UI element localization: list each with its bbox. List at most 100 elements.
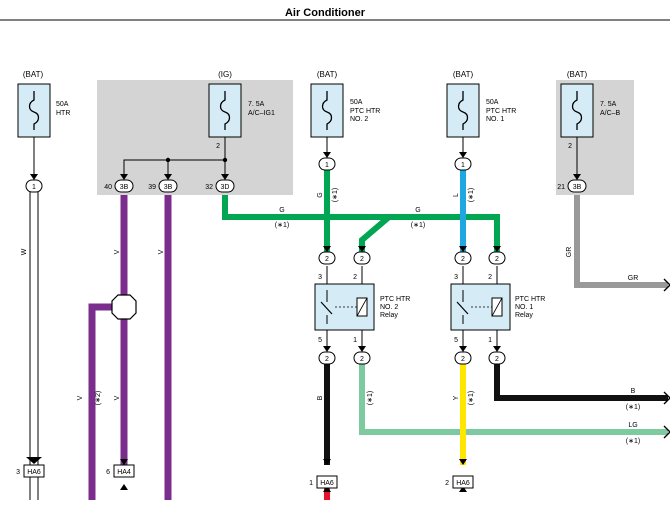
fuse-source-label: (BAT) bbox=[567, 70, 588, 79]
svg-text:HA6: HA6 bbox=[456, 480, 470, 487]
svg-text:2: 2 bbox=[360, 256, 364, 263]
fuse-name: A/C–B bbox=[600, 110, 621, 117]
wire-label-v: V bbox=[158, 249, 165, 254]
relay-name: PTC HTR NO. 1 Relay bbox=[515, 296, 547, 319]
terminal-3b-21: 3B 21 bbox=[557, 179, 587, 193]
svg-text:1: 1 bbox=[32, 184, 36, 191]
terminal-ptc2-1: 1 bbox=[318, 157, 336, 171]
right-edge-arrows bbox=[663, 278, 670, 439]
arrow-markers bbox=[26, 152, 581, 492]
relay1-in-b: 2 bbox=[488, 251, 506, 265]
wire-label-v: V bbox=[114, 249, 121, 254]
svg-text:2: 2 bbox=[445, 480, 449, 487]
connector-ha4-6: HA4 6 bbox=[106, 464, 135, 478]
svg-text:1: 1 bbox=[461, 162, 465, 169]
wire-note: (∗1) bbox=[275, 222, 289, 229]
fuse-name: A/C–IG1 bbox=[248, 110, 275, 117]
relay2-out-b: 2 bbox=[353, 351, 371, 365]
fuse-icon bbox=[321, 91, 333, 130]
wire-note: (∗1) bbox=[626, 438, 640, 445]
wire-label-v: V bbox=[114, 395, 121, 400]
svg-text:3: 3 bbox=[16, 469, 20, 476]
svg-text:3B: 3B bbox=[573, 184, 582, 191]
relay-pin: 2 bbox=[488, 274, 492, 281]
wire-label-b: B bbox=[631, 388, 636, 395]
svg-text:2: 2 bbox=[461, 256, 465, 263]
svg-text:1: 1 bbox=[309, 480, 313, 487]
relay-pin: 3 bbox=[318, 274, 322, 281]
svg-text:2: 2 bbox=[495, 256, 499, 263]
fuse-icon bbox=[28, 91, 40, 130]
svg-text:2: 2 bbox=[325, 256, 329, 263]
relay-ptc-htr-no1: 3 2 5 1 PTC HTR NO. 1 Relay bbox=[450, 274, 547, 344]
wire-note: (∗1) bbox=[468, 391, 475, 405]
wire-black bbox=[324, 364, 668, 465]
relay-ptc-htr-no2: 3 2 5 1 PTC HTR NO. 2 Relay bbox=[314, 274, 412, 344]
wire-label-v: V bbox=[77, 395, 84, 400]
fuse-ac-b: (BAT) 7. 5A A/C–B 2 bbox=[560, 70, 621, 150]
wire-note: (∗1) bbox=[626, 404, 640, 411]
fuse-source-label: (BAT) bbox=[23, 70, 44, 79]
wire-note: (∗1) bbox=[411, 222, 425, 229]
relay2-out-a: 2 bbox=[318, 351, 336, 365]
svg-text:32: 32 bbox=[205, 184, 213, 191]
svg-text:6: 6 bbox=[106, 469, 110, 476]
fuse-name: PTC HTR NO. 2 bbox=[350, 108, 382, 123]
diagram-title: Air Conditioner bbox=[285, 7, 366, 19]
terminal-3b-39: 3B 39 bbox=[148, 179, 178, 193]
wire-label-gr: GR bbox=[628, 275, 639, 282]
terminal-w-1: 1 bbox=[25, 179, 43, 193]
wire-purple bbox=[88, 195, 172, 500]
svg-text:2: 2 bbox=[360, 356, 364, 363]
fuse-icon bbox=[457, 91, 469, 130]
wire-note: (∗1) bbox=[468, 188, 475, 202]
fuse-icon bbox=[571, 91, 583, 130]
fuse-name: HTR bbox=[56, 110, 70, 117]
connector-ha6-2: HA6 2 bbox=[445, 475, 474, 489]
svg-text:1: 1 bbox=[325, 162, 329, 169]
fuse-ac-ig1: (IG) 7. 5A A/C–IG1 2 bbox=[208, 70, 275, 150]
wire-light-green bbox=[359, 364, 668, 435]
connector-ha6-1: HA6 1 bbox=[309, 475, 338, 489]
junction-box-ig bbox=[97, 80, 293, 195]
relay-pin: 2 bbox=[353, 274, 357, 281]
wire-label-w: W bbox=[21, 248, 28, 255]
relay-pin: 1 bbox=[488, 337, 492, 344]
svg-text:3B: 3B bbox=[164, 184, 173, 191]
relay1-out-b: 2 bbox=[488, 351, 506, 365]
wire-label-b: B bbox=[317, 395, 324, 400]
fuse-rating: 7. 5A bbox=[600, 101, 617, 108]
pin-label: 2 bbox=[568, 143, 572, 150]
fuse-htr: (BAT) 50A HTR bbox=[17, 70, 70, 138]
relay-pin: 1 bbox=[353, 337, 357, 344]
wire-label-g: G bbox=[415, 207, 420, 214]
junction-octagon bbox=[111, 294, 137, 320]
svg-text:3D: 3D bbox=[221, 184, 230, 191]
fuse-ptc-htr-no2: (BAT) 50A PTC HTR NO. 2 bbox=[310, 70, 382, 138]
relay-pin: 3 bbox=[454, 274, 458, 281]
svg-text:2: 2 bbox=[495, 356, 499, 363]
fuse-rating: 50A bbox=[350, 99, 363, 106]
svg-text:21: 21 bbox=[557, 184, 565, 191]
junction-dots bbox=[165, 157, 228, 163]
wire-label-y: Y bbox=[453, 395, 460, 400]
relay-name: PTC HTR NO. 2 Relay bbox=[380, 296, 412, 319]
relay1-out-a: 2 bbox=[454, 351, 472, 365]
relay-pin: 5 bbox=[318, 337, 322, 344]
svg-text:HA6: HA6 bbox=[27, 469, 41, 476]
wire-note: (∗1) bbox=[367, 391, 374, 405]
fuse-rating: 7. 5A bbox=[248, 101, 265, 108]
relay-pin: 5 bbox=[454, 337, 458, 344]
wire-label-g: G bbox=[317, 192, 324, 197]
wire-label-gr: GR bbox=[566, 247, 573, 258]
svg-text:40: 40 bbox=[104, 184, 112, 191]
fuse-source-label: (BAT) bbox=[317, 70, 338, 79]
fuse-source-label: (BAT) bbox=[453, 70, 474, 79]
fuse-source-label: (IG) bbox=[218, 70, 232, 79]
fuse-ptc-htr-no1: (BAT) 50A PTC HTR NO. 1 bbox=[446, 70, 516, 138]
relay2-in-b: 2 bbox=[353, 251, 371, 265]
fuse-rating: 50A bbox=[56, 101, 69, 108]
connector-ha6-3: HA6 3 bbox=[16, 464, 45, 500]
